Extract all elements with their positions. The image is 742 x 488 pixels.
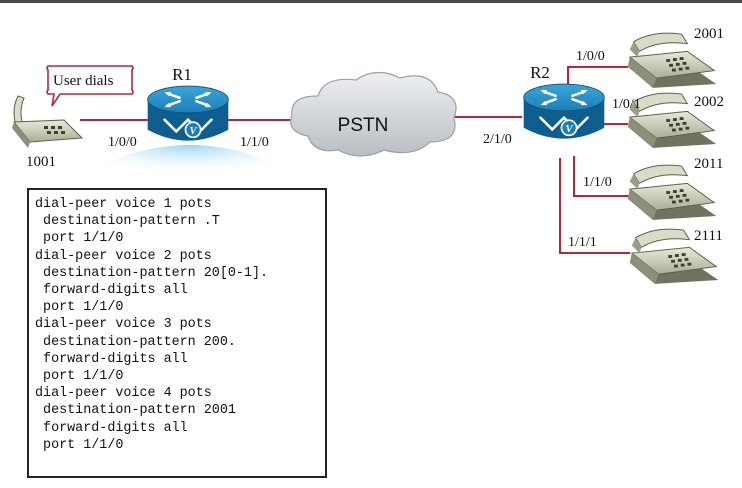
phone-2001-number: 2001 <box>694 26 724 42</box>
link-r2-2001 <box>567 66 628 92</box>
config-line: dial-peer voice 4 pots <box>35 386 212 402</box>
link-r2-2111 <box>559 158 630 254</box>
pstn-cloud <box>290 71 457 157</box>
phone-2111-number: 2111 <box>694 228 723 244</box>
config-line: destination-pattern .T <box>35 214 220 230</box>
port-r1-left: 1/0/0 <box>108 135 137 150</box>
config-line: forward-digits all <box>35 283 188 299</box>
port-r1-right: 1/1/0 <box>240 135 269 150</box>
port-r2-left: 2/1/0 <box>483 132 512 147</box>
port-r2-p1: 1/0/0 <box>576 49 605 64</box>
phone-2011-icon <box>627 164 717 221</box>
user-dials-callout <box>46 65 134 107</box>
router-r2-icon <box>522 82 606 140</box>
phone-1001-number: 1001 <box>26 154 56 170</box>
port-r2-p4: 1/1/1 <box>568 235 597 250</box>
dial-peer-config-box: dial-peer voice 1 pots destination-patte… <box>27 188 327 478</box>
router-r1-icon <box>146 84 230 142</box>
config-line: destination-pattern 20[0-1]. <box>35 265 269 281</box>
config-line: port 1/1/0 <box>35 437 124 453</box>
config-line: destination-pattern 2001 <box>35 403 236 419</box>
config-line: destination-pattern 200. <box>35 334 236 350</box>
config-line: port 1/1/0 <box>35 231 124 247</box>
router-r1-label: R1 <box>172 65 192 84</box>
config-line: dial-peer voice 3 pots <box>35 317 212 333</box>
router-r2-label: R2 <box>530 63 550 82</box>
phone-2011-number: 2011 <box>694 156 723 172</box>
phone-2002-number: 2002 <box>694 94 724 110</box>
config-line: port 1/1/0 <box>35 369 124 385</box>
link-r2-2011 <box>573 156 630 197</box>
config-line: forward-digits all <box>35 351 188 367</box>
config-line: port 1/1/0 <box>35 300 124 316</box>
port-r2-p2: 1/0/1 <box>612 97 641 112</box>
r1-glow <box>90 145 290 188</box>
config-line: dial-peer voice 2 pots <box>35 248 212 264</box>
config-line: forward-digits all <box>35 420 188 436</box>
callout-text: User dials <box>53 73 114 89</box>
port-r2-p3: 1/1/0 <box>583 175 612 190</box>
caller-phone-icon <box>12 95 84 148</box>
config-line: dial-peer voice 1 pots <box>35 197 212 212</box>
pstn-label: PSTN <box>338 115 389 136</box>
link-lines <box>80 66 630 254</box>
top-border-line <box>0 0 742 3</box>
